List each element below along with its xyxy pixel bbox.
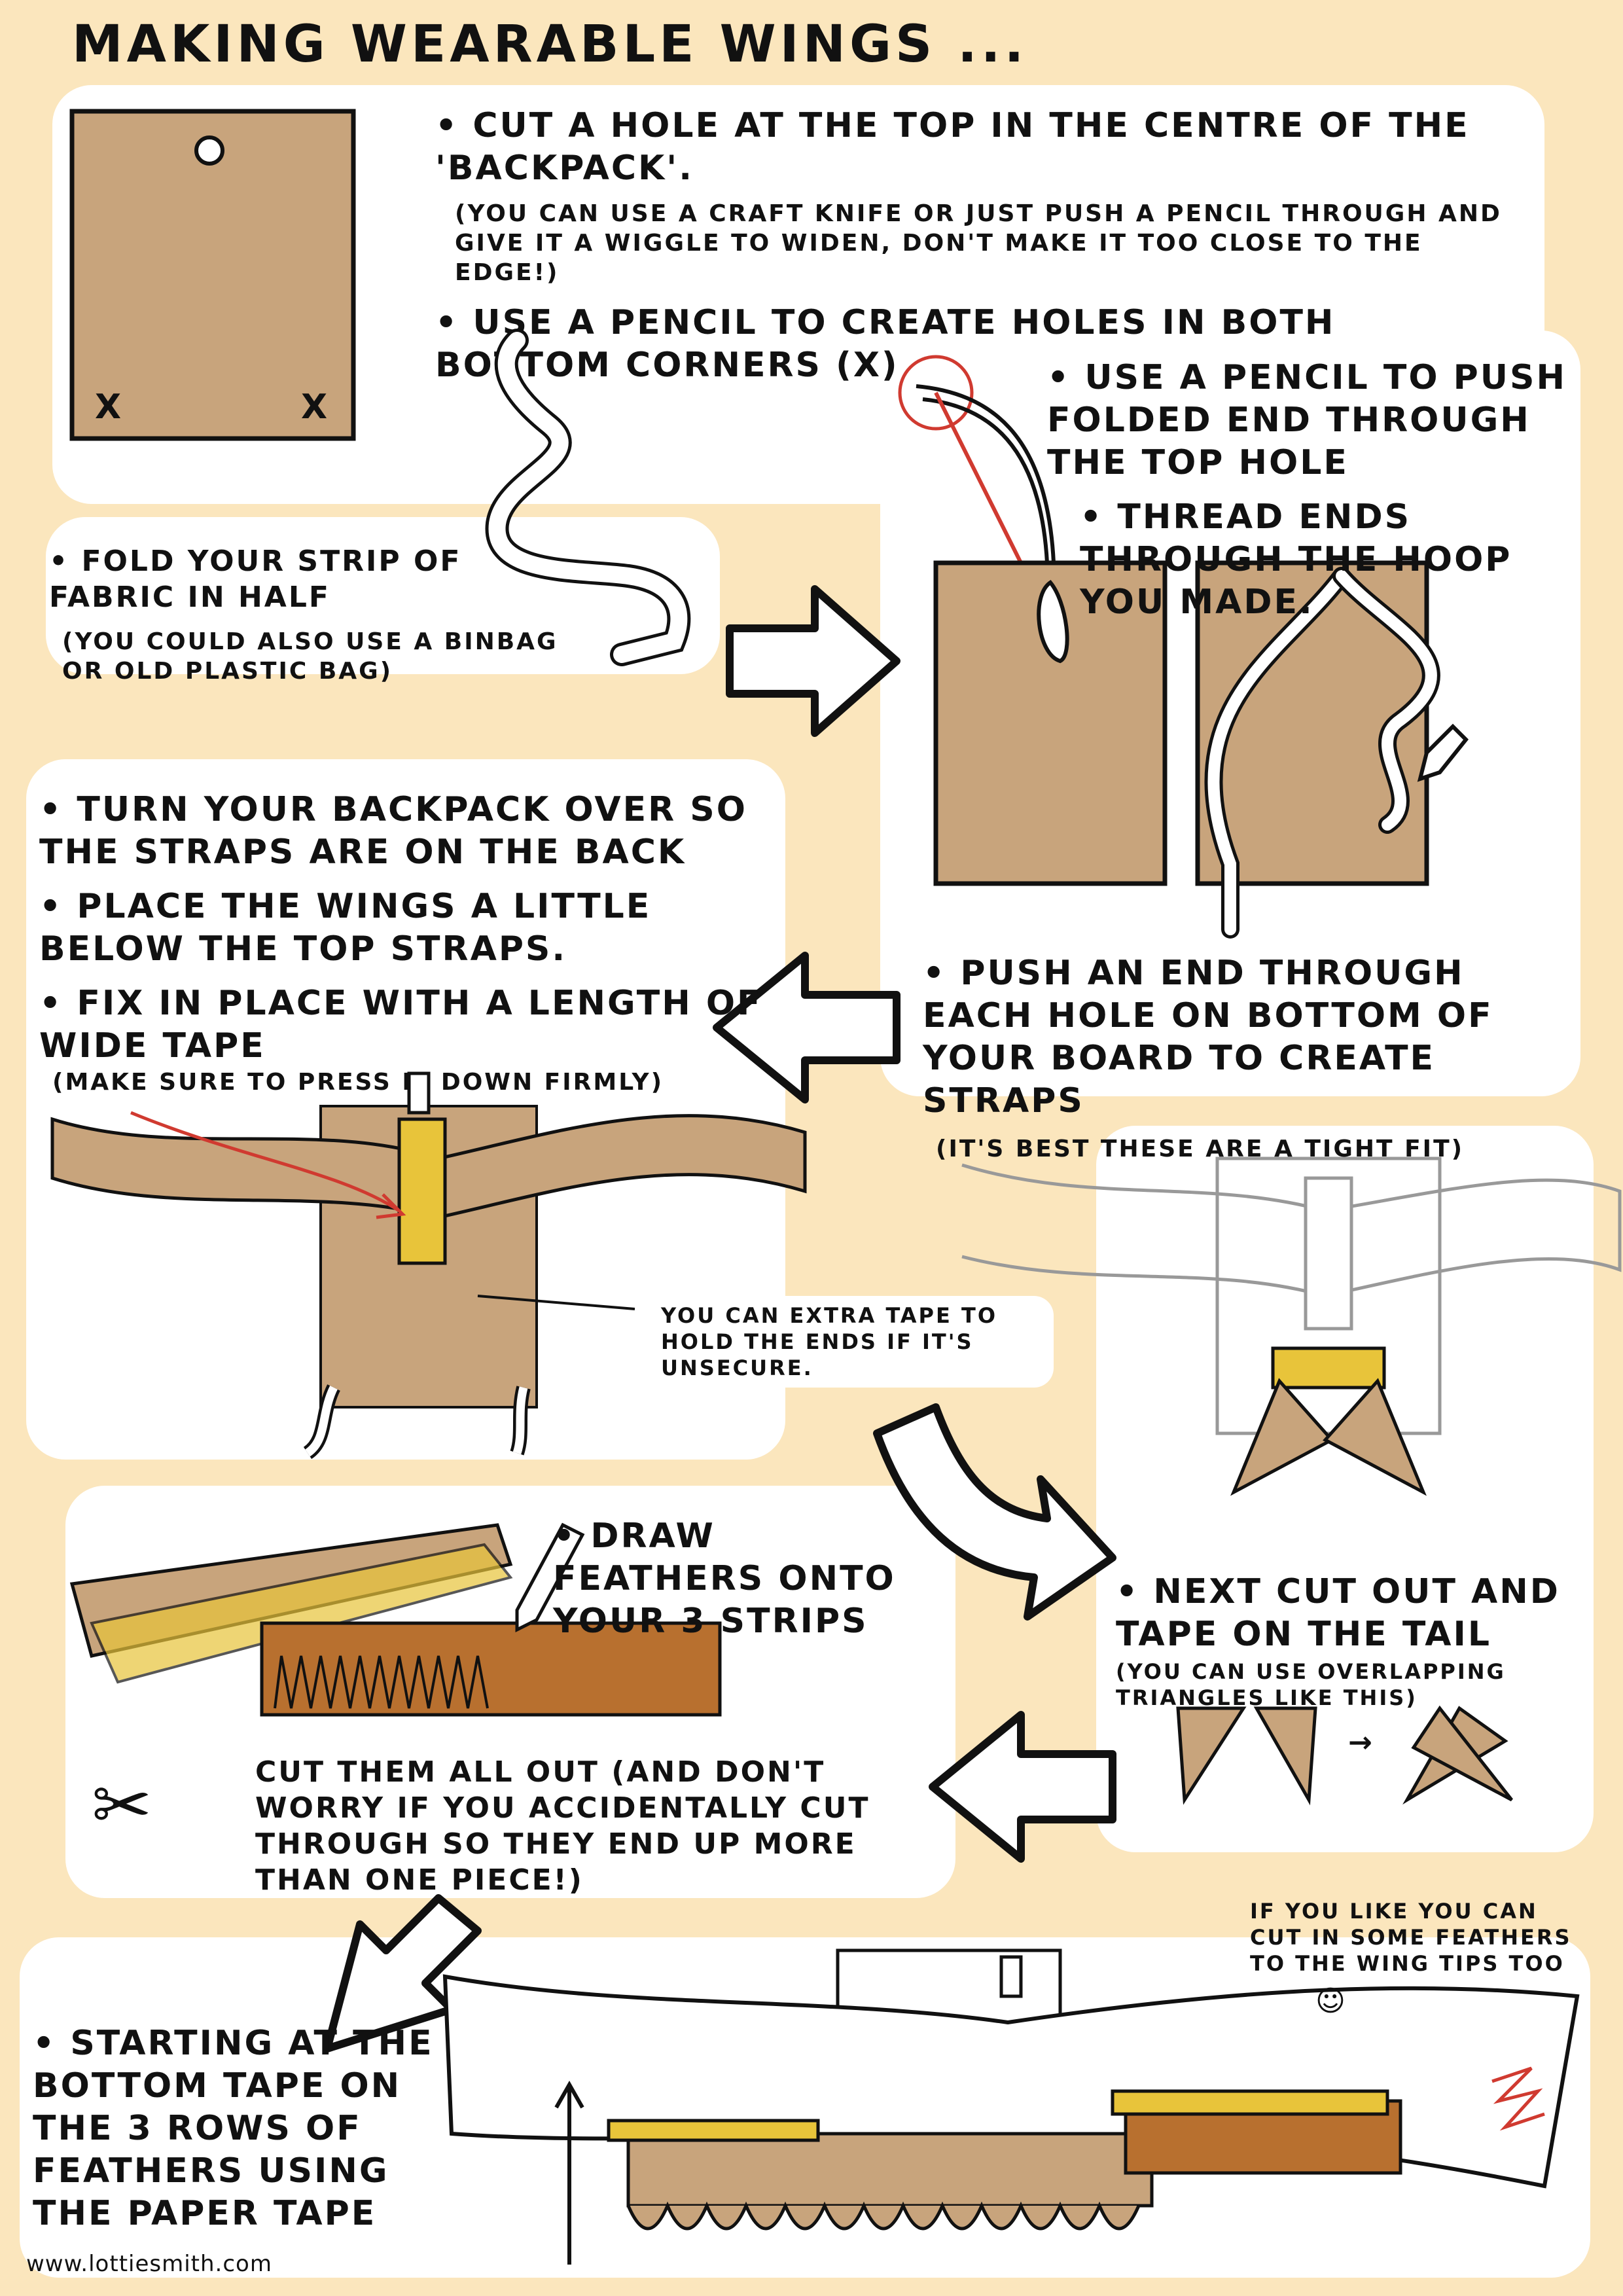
- corner-mark-left: X: [95, 387, 124, 427]
- step3-text-top: USE A PENCIL TO PUSH FOLDED END THROUGH …: [1047, 357, 1571, 636]
- step5-text: NEXT CUT OUT AND TAPE ON THE TAIL (YOU C…: [1116, 1571, 1574, 1711]
- step3-bullet2: THREAD ENDS THROUGH THE HOOP YOU MADE.: [1080, 496, 1571, 624]
- scissors-icon: ✂: [92, 1763, 154, 1847]
- arrow-down-left-icon: [323, 1894, 482, 2053]
- step7-bullet: STARTING AT THE BOTTOM TAPE ON THE 3 ROW…: [33, 2022, 452, 2235]
- step5-note: (YOU CAN USE OVERLAPPING TRIANGLES LIKE …: [1116, 1659, 1506, 1710]
- step4-bullet3: FIX IN PLACE WITH A LENGTH OF WIDE TAPE: [39, 982, 766, 1067]
- step6-bullet1: DRAW FEATHERS ONTO YOUR 3 STRIPS: [553, 1515, 919, 1643]
- step3-bullet1: USE A PENCIL TO PUSH FOLDED END THROUGH …: [1047, 357, 1571, 484]
- page-title: MAKING WEARABLE WINGS ...: [72, 15, 1028, 74]
- footer-website: www.lottiesmith.com: [26, 2251, 272, 2277]
- step2-bullet: FOLD YOUR STRIP OF FABRIC IN HALF: [49, 543, 586, 615]
- step5-bullet: NEXT CUT OUT AND TAPE ON THE TAIL: [1116, 1571, 1574, 1656]
- step4-bullet1: TURN YOUR BACKPACK OVER SO THE STRAPS AR…: [39, 789, 766, 874]
- backpack-board-illustration: [69, 109, 356, 441]
- arrow-right-icon: [726, 585, 901, 737]
- tail-backpack-illustration: [961, 1157, 1622, 1496]
- wings-on-backpack-illustration: [50, 1071, 807, 1460]
- smiley-icon: ☺: [1315, 1984, 1347, 2018]
- step4-text: TURN YOUR BACKPACK OVER SO THE STRAPS AR…: [39, 789, 766, 1097]
- arrow-left-icon: [929, 1711, 1116, 1863]
- curved-arrow-down-right-icon: [873, 1403, 1116, 1621]
- step6-text: DRAW FEATHERS ONTO YOUR 3 STRIPS: [553, 1515, 919, 1655]
- step3-bullet3: PUSH AN END THROUGH EACH HOLE ON BOTTOM …: [923, 952, 1551, 1122]
- feather-strips-illustration: [69, 1522, 722, 1717]
- step1-bullet1: CUT A HOLE AT THE TOP IN THE CENTRE OF T…: [435, 105, 1522, 190]
- step1-note1: (YOU CAN USE A CRAFT KNIFE OR JUST PUSH …: [455, 200, 1502, 286]
- step3-text-bottom: PUSH AN END THROUGH EACH HOLE ON BOTTOM …: [923, 952, 1551, 1164]
- step2-text: FOLD YOUR STRIP OF FABRIC IN HALF (YOU C…: [49, 543, 586, 686]
- fabric-strip-illustration: [485, 329, 691, 666]
- step7-tip: IF YOU LIKE YOU CAN CUT IN SOME FEATHERS…: [1250, 1899, 1572, 1976]
- step4-side-note: YOU CAN EXTRA TAPE TO HOLD THE ENDS IF I…: [648, 1296, 1054, 1388]
- finished-wings-illustration: [442, 1948, 1580, 2265]
- step2-note: (YOU COULD ALSO USE A BINBAG OR OLD PLAS…: [62, 628, 558, 685]
- step6-cut-text: CUT THEM ALL OUT (AND DON'T WORRY IF YOU…: [255, 1755, 870, 1897]
- triangles-after-illustration: [1402, 1705, 1513, 1805]
- corner-mark-right: X: [301, 387, 330, 427]
- step7-text: STARTING AT THE BOTTOM TAPE ON THE 3 ROW…: [33, 2022, 452, 2247]
- triangles-arrow-icon: →: [1348, 1726, 1374, 1759]
- step4-bullet2: PLACE THE WINGS A LITTLE BELOW THE TOP S…: [39, 886, 766, 971]
- step4-note3: (MAKE SURE TO PRESS IT DOWN FIRMLY): [52, 1069, 664, 1096]
- triangles-before-illustration: [1176, 1706, 1317, 1806]
